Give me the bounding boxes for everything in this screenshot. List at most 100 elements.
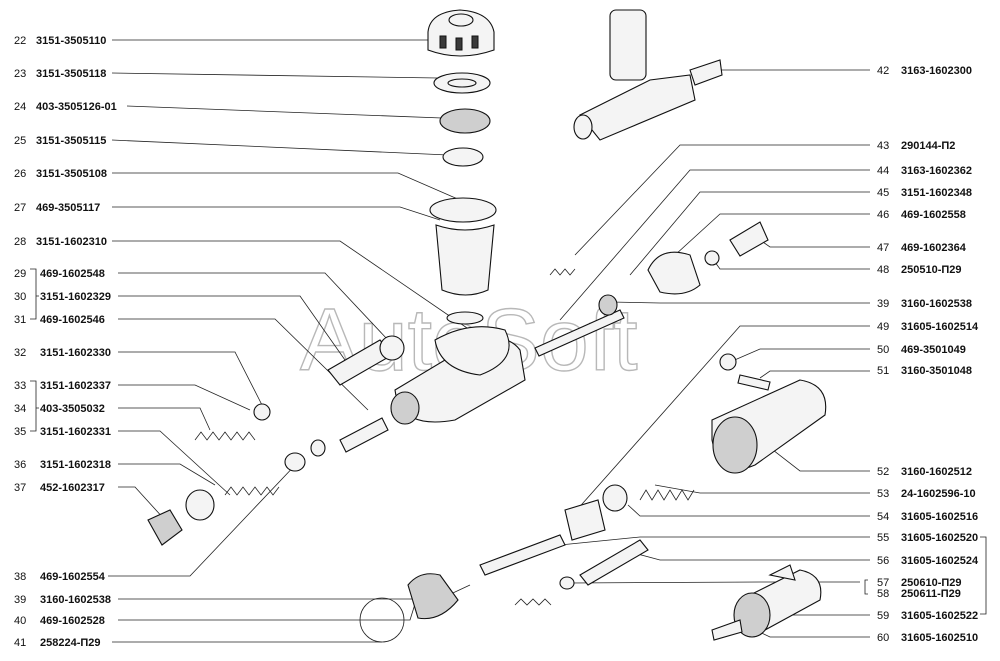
part-fork: [729, 221, 769, 257]
svg-text:469-1602364: 469-1602364: [901, 242, 967, 254]
svg-text:25: 25: [14, 135, 26, 147]
right-label-44: 44 3163-1602362: [877, 165, 972, 177]
svg-text:31605-1602514: 31605-1602514: [901, 321, 979, 333]
svg-text:469-1602554: 469-1602554: [40, 571, 106, 583]
svg-text:31: 31: [14, 314, 26, 326]
svg-text:22: 22: [14, 35, 26, 47]
bracket-33-35: [30, 380, 39, 432]
svg-text:29: 29: [14, 268, 26, 280]
svg-text:469-3501049: 469-3501049: [901, 344, 966, 356]
svg-text:24-1602596-10: 24-1602596-10: [901, 488, 976, 500]
part-bleeder: [737, 374, 771, 391]
svg-text:57: 57: [877, 577, 889, 589]
part-master-cylinder: [390, 326, 526, 425]
part-boot: [407, 573, 459, 620]
svg-text:3151-1602329: 3151-1602329: [40, 291, 111, 303]
svg-text:31605-1602510: 31605-1602510: [901, 632, 978, 644]
part-cap: [427, 9, 495, 57]
svg-text:3163-1602362: 3163-1602362: [901, 165, 972, 177]
right-label-47: 47 469-1602364: [877, 242, 967, 254]
svg-text:46: 46: [877, 209, 889, 221]
part-rod: [534, 309, 625, 357]
part-pushrod-lower: [479, 534, 566, 576]
svg-text:31605-1602520: 31605-1602520: [901, 532, 978, 544]
svg-text:28: 28: [14, 236, 26, 248]
svg-text:3151-3505115: 3151-3505115: [36, 135, 106, 147]
svg-text:30: 30: [14, 291, 26, 303]
part-bolt: [514, 598, 552, 606]
svg-text:39: 39: [877, 298, 889, 310]
svg-text:31605-1602524: 31605-1602524: [901, 555, 979, 567]
svg-text:403-3505032: 403-3505032: [40, 403, 105, 415]
svg-text:43: 43: [877, 140, 889, 152]
svg-text:3163-1602300: 3163-1602300: [901, 65, 972, 77]
part-nut: [559, 576, 575, 590]
part-small-spring: [549, 268, 576, 276]
svg-text:3151-3505110: 3151-3505110: [36, 35, 106, 47]
svg-text:290144-П2: 290144-П2: [901, 140, 955, 152]
svg-text:469-1602528: 469-1602528: [40, 615, 105, 627]
svg-text:36: 36: [14, 459, 26, 471]
svg-text:469-1602546: 469-1602546: [40, 314, 105, 326]
svg-text:34: 34: [14, 403, 26, 415]
svg-text:23: 23: [14, 68, 26, 80]
svg-text:58: 58: [877, 588, 889, 600]
left-label-31: 31 469-1602546: [14, 314, 105, 326]
svg-text:3151-1602331: 3151-1602331: [40, 426, 111, 438]
part-slave-cylinder: [711, 379, 827, 474]
svg-text:452-1602317: 452-1602317: [40, 482, 105, 494]
part-assembly: [573, 9, 723, 141]
left-label-25: 25 3151-3505115: [14, 135, 106, 147]
svg-text:469-1602548: 469-1602548: [40, 268, 105, 280]
right-label-43: 43 290144-П2: [877, 140, 955, 152]
part-reservoir: [429, 197, 497, 325]
svg-text:59: 59: [877, 610, 889, 622]
svg-text:54: 54: [877, 511, 889, 523]
svg-text:33: 33: [14, 380, 26, 392]
svg-text:53: 53: [877, 488, 889, 500]
svg-text:3160-1602538: 3160-1602538: [901, 298, 972, 310]
part-pushrod: [327, 335, 405, 386]
svg-text:52: 52: [877, 466, 889, 478]
svg-text:41: 41: [14, 637, 26, 649]
right-label-59: 59 31605-1602522: [877, 610, 978, 622]
part-cup: [602, 484, 628, 512]
right-label-53: 53 24-1602596-10: [877, 488, 976, 500]
svg-text:44: 44: [877, 165, 889, 177]
svg-text:47: 47: [877, 242, 889, 254]
svg-text:3151-1602310: 3151-1602310: [36, 236, 107, 248]
right-label-39b: 39 3160-1602538: [877, 298, 972, 310]
left-label-34: 34 403-3505032: [14, 403, 105, 415]
leader-lines: [108, 39, 870, 643]
svg-text:3160-3501048: 3160-3501048: [901, 365, 972, 377]
part-spring-lower: [224, 486, 280, 496]
part-return-spring: [639, 489, 695, 501]
left-label-28: 28 3151-1602310: [14, 236, 107, 248]
part-ring: [359, 597, 405, 643]
bracket-57-58: [864, 579, 868, 595]
part-spring-upper: [194, 431, 256, 441]
part-slave-assembly: [711, 564, 822, 641]
part-piston-right: [564, 499, 606, 541]
part-piston: [339, 417, 389, 453]
svg-text:31605-1602522: 31605-1602522: [901, 610, 978, 622]
